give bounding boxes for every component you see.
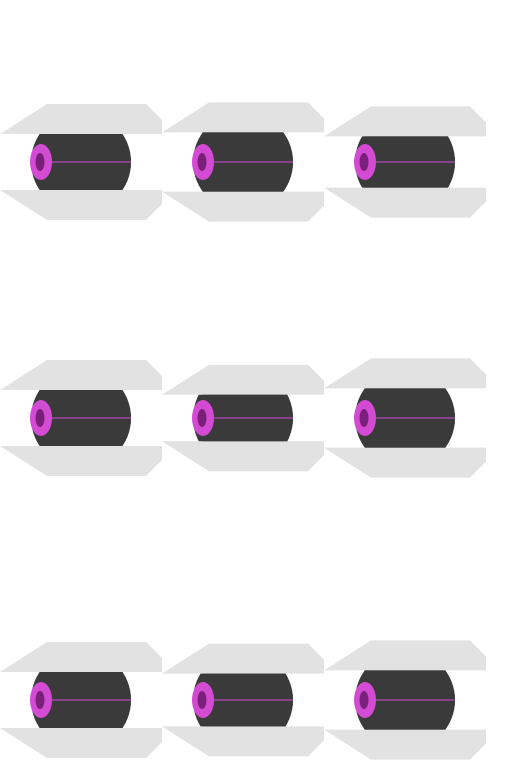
- thumbnail-tile: [324, 625, 486, 775]
- top-plate: [162, 643, 324, 674]
- thumbnail-tile: [0, 625, 162, 775]
- ring-inner: [359, 409, 369, 427]
- top-plate: [324, 106, 486, 137]
- tile-graphic: [324, 640, 486, 760]
- bottom-plate: [162, 191, 324, 222]
- top-plate: [0, 642, 162, 672]
- bottom-plate: [0, 728, 162, 758]
- thumbnail-tile: [162, 343, 324, 493]
- bottom-plate: [324, 447, 486, 478]
- top-plate: [162, 102, 324, 133]
- bottom-plate: [324, 187, 486, 218]
- bottom-plate: [324, 729, 486, 760]
- tile-graphic: [0, 642, 162, 758]
- thumbnail-tile: [162, 625, 324, 775]
- bottom-plate: [0, 190, 162, 220]
- tile-graphic: [162, 102, 324, 222]
- bottom-plate: [0, 446, 162, 476]
- ring-inner: [359, 153, 369, 171]
- tile-graphic: [0, 360, 162, 476]
- tile-graphic: [324, 358, 486, 478]
- ring-inner: [35, 409, 45, 427]
- ring-inner: [197, 153, 207, 171]
- bottom-plate: [162, 441, 324, 472]
- thumbnail-grid: [0, 87, 486, 760]
- ring-inner: [359, 691, 369, 709]
- ring-inner: [197, 409, 207, 427]
- ring-inner: [197, 691, 207, 709]
- ring-inner: [35, 153, 45, 171]
- top-plate: [324, 640, 486, 671]
- top-plate: [162, 364, 324, 395]
- thumbnail-tile: [0, 87, 162, 237]
- tile-graphic: [324, 106, 486, 218]
- bottom-plate: [162, 726, 324, 757]
- tile-graphic: [0, 104, 162, 220]
- top-plate: [0, 104, 162, 134]
- tile-graphic: [162, 364, 324, 472]
- thumbnail-tile: [162, 87, 324, 237]
- thumbnail-tile: [324, 343, 486, 493]
- thumbnail-tile: [324, 87, 486, 237]
- tile-graphic: [162, 643, 324, 757]
- thumbnail-tile: [0, 343, 162, 493]
- ring-inner: [35, 691, 45, 709]
- top-plate: [0, 360, 162, 390]
- top-plate: [324, 358, 486, 389]
